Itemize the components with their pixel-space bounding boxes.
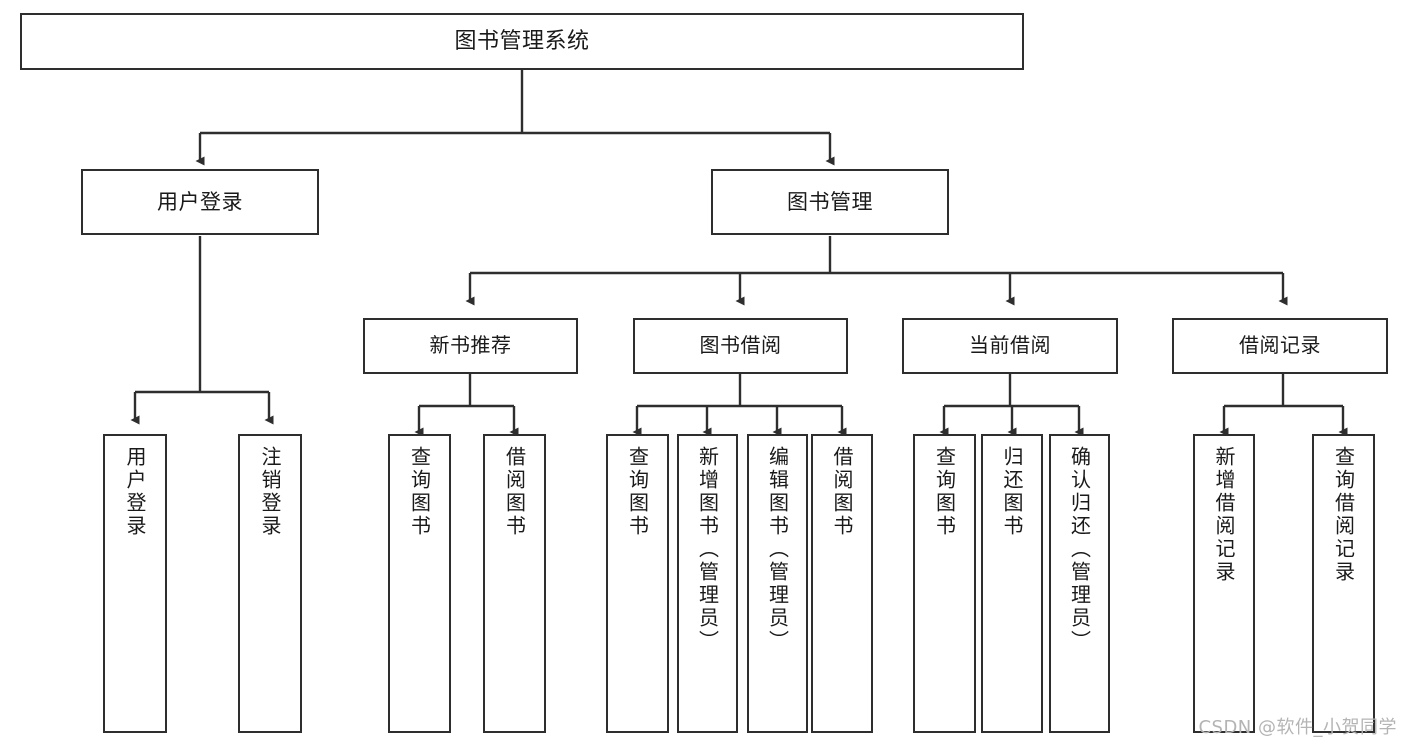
node-user-login[interactable]: 用户登录	[81, 169, 319, 235]
leaf-user-login-login[interactable]: 用户登录	[103, 434, 167, 733]
leaf-borrow-query-book[interactable]: 查询图书	[606, 434, 669, 733]
watermark-text: CSDN @软件_小贺同学	[1198, 717, 1397, 738]
node-label: 图书管理系统	[454, 28, 590, 54]
node-label: 归还图书	[1000, 446, 1024, 538]
leaf-borrow-add-book-admin[interactable]: 新增图书（管理员）	[677, 434, 738, 733]
leaf-current-query-book[interactable]: 查询图书	[913, 434, 976, 733]
node-book-borrow[interactable]: 图书借阅	[633, 318, 848, 374]
leaf-current-confirm-return-admin[interactable]: 确认归还（管理员）	[1049, 434, 1110, 733]
node-label: 图书借阅	[699, 333, 782, 358]
node-label: 用户登录	[123, 446, 147, 538]
node-label: 查询图书	[625, 446, 650, 538]
node-label: 新增借阅记录	[1212, 446, 1236, 584]
node-root-book-management-system[interactable]: 图书管理系统	[20, 13, 1024, 70]
leaf-borrow-edit-book-admin[interactable]: 编辑图书（管理员）	[747, 434, 808, 733]
node-label: 查询图书	[407, 446, 432, 538]
node-book-management[interactable]: 图书管理	[711, 169, 949, 235]
leaf-record-add-borrow-record[interactable]: 新增借阅记录	[1193, 434, 1255, 733]
node-label: 编辑图书（管理员）	[765, 446, 790, 653]
node-label: 新书推荐	[429, 333, 512, 358]
node-new-book-recommend[interactable]: 新书推荐	[363, 318, 578, 374]
leaf-borrow-borrow-book[interactable]: 借阅图书	[811, 434, 873, 733]
node-label: 用户登录	[157, 189, 243, 214]
node-borrow-record[interactable]: 借阅记录	[1172, 318, 1388, 374]
node-label: 借阅记录	[1239, 333, 1321, 358]
node-label: 图书管理	[787, 189, 873, 214]
leaf-recommend-query-book[interactable]: 查询图书	[388, 434, 451, 733]
node-label: 借阅图书	[502, 446, 527, 538]
node-label: 查询图书	[932, 446, 957, 538]
node-label: 注销登录	[258, 446, 282, 538]
node-label: 当前借阅	[969, 333, 1051, 358]
node-current-borrow[interactable]: 当前借阅	[902, 318, 1118, 374]
node-label: 新增图书（管理员）	[695, 446, 720, 653]
node-label: 查询借阅记录	[1331, 446, 1356, 584]
node-label: 借阅图书	[830, 446, 854, 538]
leaf-recommend-borrow-book[interactable]: 借阅图书	[483, 434, 546, 733]
leaf-current-return-book[interactable]: 归还图书	[981, 434, 1043, 733]
leaf-user-login-logout[interactable]: 注销登录	[238, 434, 302, 733]
leaf-record-query-borrow-record[interactable]: 查询借阅记录	[1312, 434, 1375, 733]
node-label: 确认归还（管理员）	[1067, 446, 1092, 653]
